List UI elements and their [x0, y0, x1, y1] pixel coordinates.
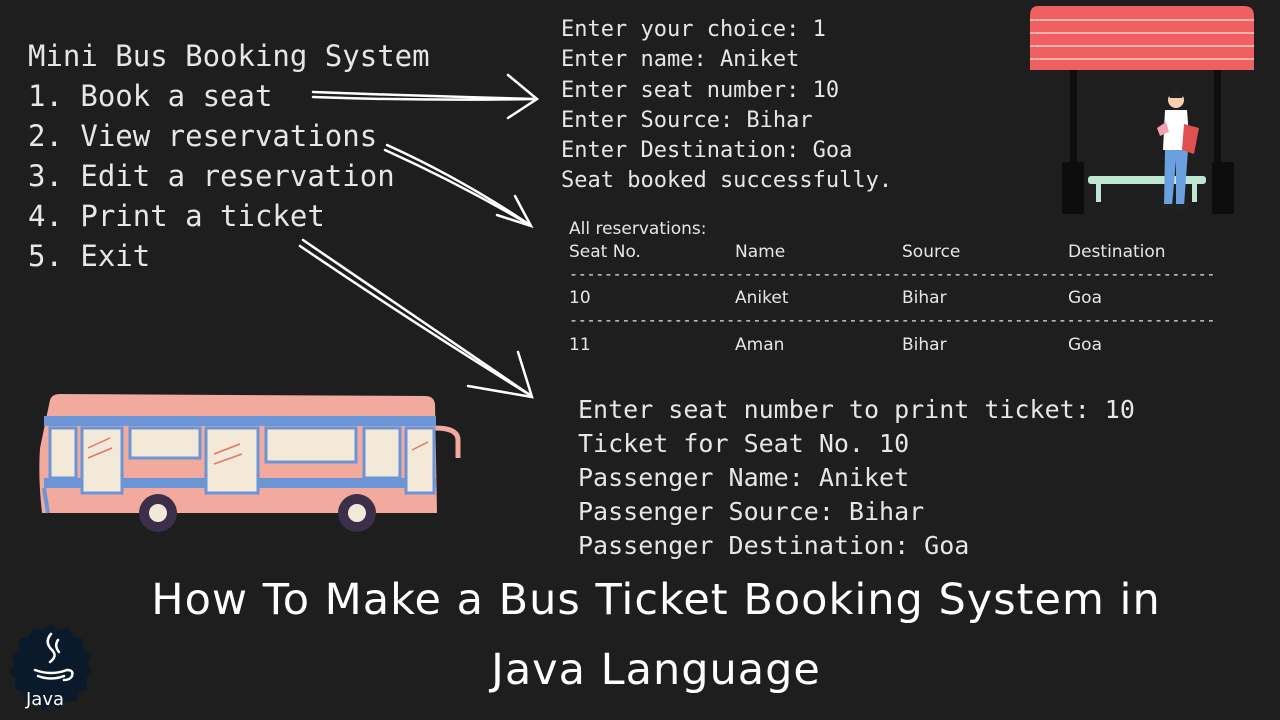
java-cup-icon: [9, 624, 93, 709]
menu-item-view-reservations: 2. View reservations: [28, 119, 378, 153]
header-destination: Destination: [1068, 242, 1166, 262]
output-line: Enter your choice: 1: [561, 17, 826, 42]
table-separator: ----------------------------------------…: [569, 265, 1215, 283]
main-menu: Mini Bus Booking System 1. Book a seat 2…: [28, 36, 430, 276]
menu-item-book-seat: 1. Book a seat: [28, 79, 273, 113]
menu-item-edit-reservation: 3. Edit a reservation: [28, 159, 395, 193]
table-separator: ----------------------------------------…: [569, 311, 1215, 329]
cell-source: Bihar: [902, 288, 947, 308]
table-row: 10 Aniket Bihar Goa: [569, 288, 1219, 310]
output-line: Passenger Source: Bihar: [578, 497, 925, 526]
header-name: Name: [735, 242, 786, 262]
cell-seat: 11: [569, 335, 591, 355]
header-seat: Seat No.: [569, 242, 641, 262]
menu-title: Mini Bus Booking System: [28, 39, 430, 73]
cell-destination: Goa: [1068, 335, 1102, 355]
ticket-output: Enter seat number to print ticket: 10 Ti…: [578, 393, 1135, 563]
video-title-line-1: How To Make a Bus Ticket Booking System …: [151, 575, 1161, 625]
cell-name: Aman: [735, 335, 785, 355]
video-title-line-2: Java Language: [491, 645, 821, 695]
output-line: Ticket for Seat No. 10: [578, 429, 910, 458]
booking-output: Enter your choice: 1 Enter name: Aniket …: [561, 15, 892, 197]
output-line: Enter seat number to print ticket: 10: [578, 395, 1135, 424]
table-header-row: Seat No. Name Source Destination: [569, 242, 1219, 264]
cell-seat: 10: [569, 288, 591, 308]
menu-item-exit: 5. Exit: [28, 239, 151, 273]
bus-stop-illustration: [1030, 6, 1254, 214]
output-line: Enter Destination: Goa: [561, 138, 853, 164]
output-line: Passenger Name: Aniket: [578, 463, 910, 492]
output-line: Enter Source: Bihar: [561, 107, 813, 133]
cell-destination: Goa: [1068, 288, 1102, 308]
table-row: 11 Aman Bihar Goa: [569, 335, 1219, 357]
cell-source: Bihar: [902, 335, 947, 355]
arrow-icon: [311, 73, 540, 120]
arrow-icon: [298, 238, 534, 399]
output-line: Seat booked successfully.: [561, 168, 893, 194]
output-line: Passenger Destination: Goa: [578, 531, 970, 560]
reservations-title: All reservations:: [569, 219, 707, 239]
cell-name: Aniket: [735, 288, 789, 308]
header-source: Source: [902, 242, 961, 262]
arrow-icon: [383, 143, 534, 229]
menu-item-print-ticket: 4. Print a ticket: [28, 199, 325, 233]
java-logo-text: Java: [26, 689, 65, 710]
output-line: Enter name: Aniket: [561, 47, 800, 73]
output-line: Enter seat number: 10: [561, 77, 840, 103]
bus-illustration: [39, 394, 461, 532]
